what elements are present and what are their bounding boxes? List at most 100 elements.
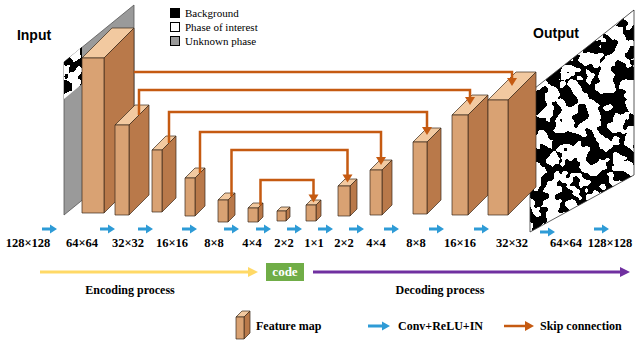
feature-map (277, 211, 286, 221)
feature-map (452, 115, 468, 215)
size-label: 32×32 (496, 237, 528, 251)
feature-map (370, 170, 382, 215)
size-label: 64×64 (66, 237, 98, 251)
size-label: 1×1 (304, 237, 324, 251)
feature-map (488, 100, 508, 215)
feature-map (248, 208, 258, 222)
legend-text: Unknown phase (185, 35, 256, 47)
arrowhead (248, 267, 258, 277)
conv-arrow (429, 225, 444, 234)
feature-map (286, 207, 290, 221)
input-image (64, 5, 134, 215)
size-label: 4×4 (366, 237, 386, 251)
size-label: 32×32 (112, 237, 144, 251)
feature-map (306, 205, 316, 221)
conv-arrow (594, 225, 609, 234)
size-label: 16×16 (444, 237, 476, 251)
conv-arrow (287, 225, 302, 234)
conv-arrows (42, 225, 609, 237)
skip-connection (232, 150, 348, 197)
arrowhead (343, 175, 353, 183)
arrowhead (309, 195, 319, 203)
legend-swatch (170, 36, 180, 46)
conv-arrow (256, 225, 271, 234)
feature-map (129, 105, 149, 215)
arrowhead (422, 127, 432, 135)
conv-arrow (318, 225, 333, 234)
arrowhead (620, 267, 630, 277)
feature-map (350, 179, 357, 216)
feature-map (258, 203, 263, 222)
feature-map (427, 128, 441, 214)
skip-arrowheads (309, 78, 518, 203)
arrowhead (465, 97, 475, 105)
feature-map (413, 142, 427, 214)
feature-map (468, 95, 488, 215)
input-title: Input (17, 28, 51, 43)
skip-connections (134, 72, 512, 206)
legend-skip-arrowhead (525, 321, 534, 331)
feature-maps (82, 28, 536, 222)
legend-item: Background (170, 7, 239, 19)
feature-map (244, 311, 250, 339)
arrowhead (507, 78, 517, 86)
code-box: code (266, 263, 303, 281)
legend-conv-arrow (368, 322, 390, 331)
conv-arrow (474, 225, 489, 234)
conv-arrow (42, 225, 57, 234)
size-label: 128×128 (588, 237, 633, 251)
conv-arrow (100, 225, 115, 234)
conv-arrow (349, 225, 364, 234)
feature-map (185, 178, 195, 216)
legend-item: Feature map (256, 319, 321, 334)
skip-connection (169, 112, 427, 143)
size-label: 4×4 (242, 237, 262, 251)
legend-text: Background (185, 7, 239, 19)
legend-item: Phase of interest (170, 21, 258, 33)
process-label: Encoding process (85, 284, 174, 297)
feature-map (228, 193, 235, 222)
feature-map (195, 168, 205, 216)
legend-text: Skip connection (540, 319, 622, 334)
skip-connection (261, 180, 314, 206)
feature-map (152, 150, 162, 212)
legend-text: Feature map (256, 319, 321, 334)
legend-item: Unknown phase (170, 35, 256, 47)
size-label: 64×64 (550, 237, 582, 251)
legend-swatch (170, 22, 180, 32)
legend-swatch (170, 8, 180, 18)
skip-connection (200, 132, 381, 173)
arrowhead (376, 157, 386, 165)
output-title: Output (533, 26, 579, 41)
process-label: Decoding process (396, 284, 485, 297)
feature-map (162, 136, 176, 212)
decoding-line (313, 271, 622, 274)
feature-map (382, 160, 392, 215)
code-text: code (272, 265, 297, 279)
legend-text: Conv+ReLU+IN (398, 319, 483, 334)
size-label: 8×8 (204, 237, 224, 251)
size-label: 16×16 (156, 237, 188, 251)
legend-feature-map-icon (236, 311, 250, 339)
conv-arrow (384, 225, 399, 234)
legend-text: Phase of interest (185, 21, 258, 33)
size-label: 128×128 (6, 237, 51, 251)
size-label: 2×2 (334, 237, 354, 251)
feature-map (115, 125, 129, 215)
feature-map (508, 72, 536, 215)
conv-arrow (224, 225, 239, 234)
size-label: 2×2 (274, 237, 294, 251)
legend-item: Conv+ReLU+IN (398, 319, 483, 334)
conv-arrow (182, 225, 197, 234)
legend-item: Skip connection (540, 319, 622, 334)
encoding-line (40, 271, 250, 274)
conv-arrow (540, 228, 555, 237)
feature-map (218, 200, 228, 222)
skip-connection (134, 72, 512, 80)
output-image (526, 6, 638, 236)
feature-map (82, 58, 104, 213)
conv-arrow (138, 225, 153, 234)
legend-skip-line (504, 325, 526, 328)
output-border (530, 10, 634, 232)
feature-map (236, 317, 244, 339)
